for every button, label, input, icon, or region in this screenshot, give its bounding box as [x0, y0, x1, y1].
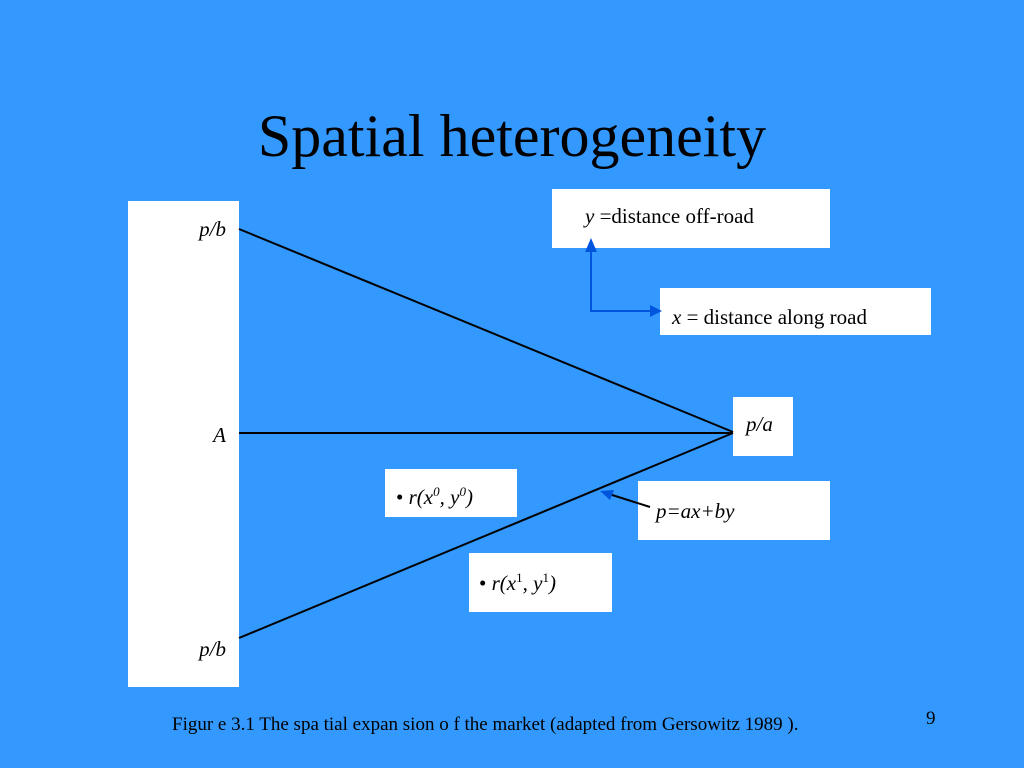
axis-label-a: A [213, 423, 226, 447]
equation-arrowhead-icon [600, 490, 614, 500]
equation-pointer-line [608, 493, 651, 508]
figure-caption: Figur e 3.1 The spa tial expan sion o f … [172, 714, 799, 735]
bullet: • [479, 571, 487, 595]
bullet: • [396, 485, 404, 509]
point-r0-label: • r(x0, y0) [396, 485, 473, 510]
y-axis-definition: y =distance off-road [585, 204, 754, 229]
y-axis-definition-box: y =distance off-road [552, 189, 830, 248]
slide-title: Spatial heterogeneity [257, 103, 767, 169]
r0-mid: , y [439, 485, 460, 509]
x-definition-text: = distance along road [681, 305, 867, 329]
lower-boundary-line [238, 432, 734, 639]
x-axis-definition-box: x = distance along road [660, 288, 931, 335]
y-axis-arrowhead-icon [585, 238, 597, 252]
y-definition-text: =distance off-road [594, 204, 754, 228]
apex-label: p/a [746, 412, 773, 436]
x-variable: x [672, 305, 682, 329]
apex-label-box: p/a [733, 397, 793, 456]
price-equation-box: p=ax+by [638, 481, 830, 540]
point-r1-box: • r(x1, y1) [469, 553, 612, 612]
price-equation: p=ax+by [656, 499, 735, 523]
x-axis-arrowhead-icon [650, 305, 662, 317]
page-number: 9 [926, 708, 936, 729]
axis-label-pb-bottom: p/b [199, 637, 226, 661]
left-axis-panel [128, 201, 239, 687]
r1-func: r(x [491, 571, 517, 595]
r1-sup-y: 1 [542, 570, 549, 585]
r1-close: ) [548, 571, 556, 595]
axis-label-pb-top: p/b [199, 217, 226, 241]
r1-sup-x: 1 [516, 570, 523, 585]
upper-boundary-line [238, 228, 734, 433]
r0-func: r(x [408, 485, 434, 509]
point-r0-box: • r(x0, y0) [385, 469, 517, 517]
r0-sup-y: 0 [459, 484, 466, 499]
r1-mid: , y [522, 571, 543, 595]
axis-arrows-connector [590, 242, 650, 312]
point-r1-label: • r(x1, y1) [479, 571, 556, 596]
r0-close: ) [465, 485, 473, 509]
r0-sup-x: 0 [433, 484, 440, 499]
x-axis-definition: x = distance along road [672, 305, 867, 330]
y-variable: y [585, 204, 595, 228]
